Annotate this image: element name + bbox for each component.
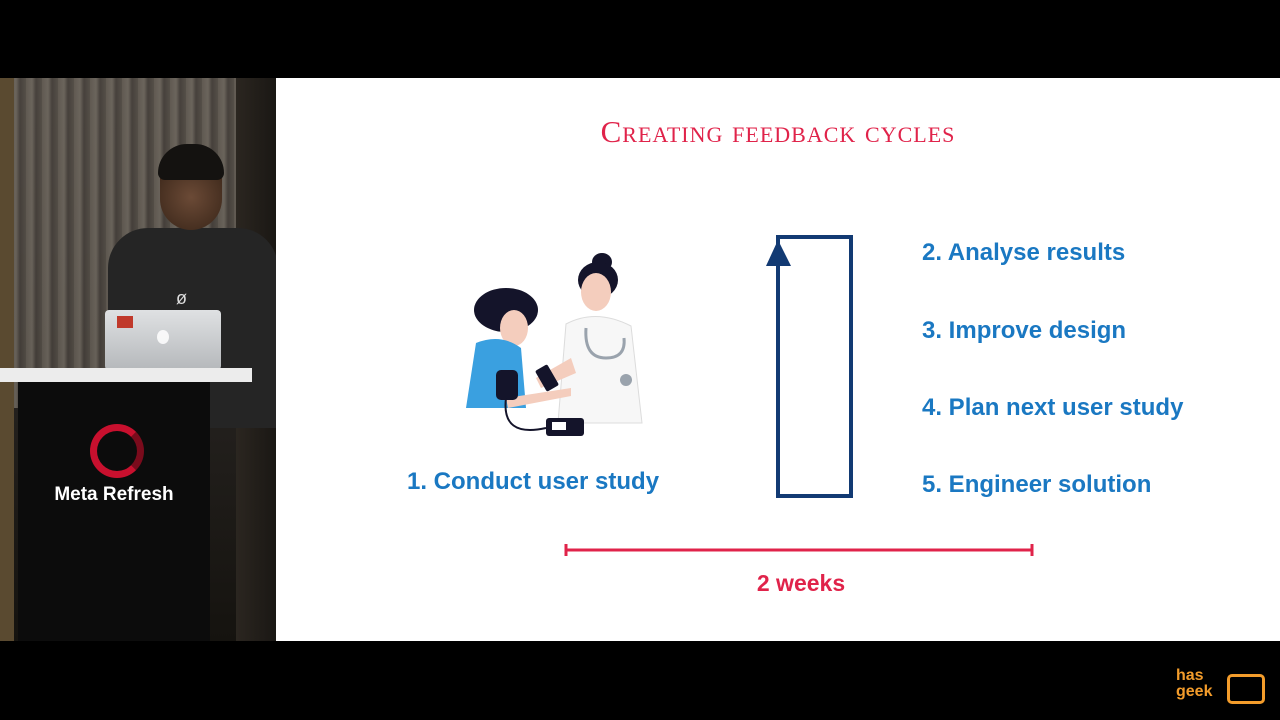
step-improve-design: 3. Improve design <box>922 317 1127 344</box>
apple-logo-icon <box>157 330 169 344</box>
lectern-brand: Meta Refresh <box>54 484 174 505</box>
letterbox-bottom <box>0 641 1280 720</box>
bp-cuff <box>496 370 518 400</box>
hasgeek-line1: has <box>1176 667 1204 684</box>
duration-label: 2 weeks <box>756 570 846 596</box>
step-conduct-user-study: 1. Conduct user study <box>407 468 660 495</box>
step-engineer-solution: 5. Engineer solution <box>922 471 1152 498</box>
doctor-patient-illustration <box>466 253 643 436</box>
tshirt-logo-icon: ø <box>176 288 187 308</box>
speaker-video: ø Meta Refresh <box>0 78 276 641</box>
stethoscope <box>584 327 626 360</box>
presentation-slide: Creating feedback cycles 1. Conduct user… <box>276 78 1280 641</box>
hasgeek-line2: geek <box>1176 683 1213 700</box>
feedback-cycle-diagram <box>766 235 853 498</box>
bp-screen <box>552 422 566 430</box>
meta-refresh-logo-icon <box>90 424 144 478</box>
patient-arm <box>506 388 571 408</box>
cycle-loop <box>776 235 853 498</box>
doctor-coat <box>557 315 643 424</box>
bp-tube <box>504 397 547 431</box>
step-analyse-results: 2. Analyse results <box>922 239 1126 266</box>
lectern-top <box>0 368 252 382</box>
timeline-bracket <box>564 544 1034 556</box>
doctor-face <box>581 273 611 311</box>
patient-face <box>500 310 528 346</box>
tv-icon <box>1227 674 1265 704</box>
stethoscope-head <box>620 374 632 386</box>
laptop <box>105 310 221 370</box>
step-plan-next-study: 4. Plan next user study <box>922 394 1184 421</box>
slide-title: Creating feedback cycles <box>600 114 956 149</box>
speaker-hair <box>158 144 224 180</box>
phone <box>535 364 559 392</box>
wall-panel <box>0 78 14 641</box>
cycle-arrow-up-icon <box>766 240 791 266</box>
hasgeek-watermark: has geek <box>1176 668 1266 708</box>
letterbox-top <box>0 0 1280 78</box>
laptop-sticker <box>117 316 133 328</box>
lectern: Meta Refresh <box>18 382 210 641</box>
hasgeek-wordmark: has geek <box>1176 668 1212 700</box>
